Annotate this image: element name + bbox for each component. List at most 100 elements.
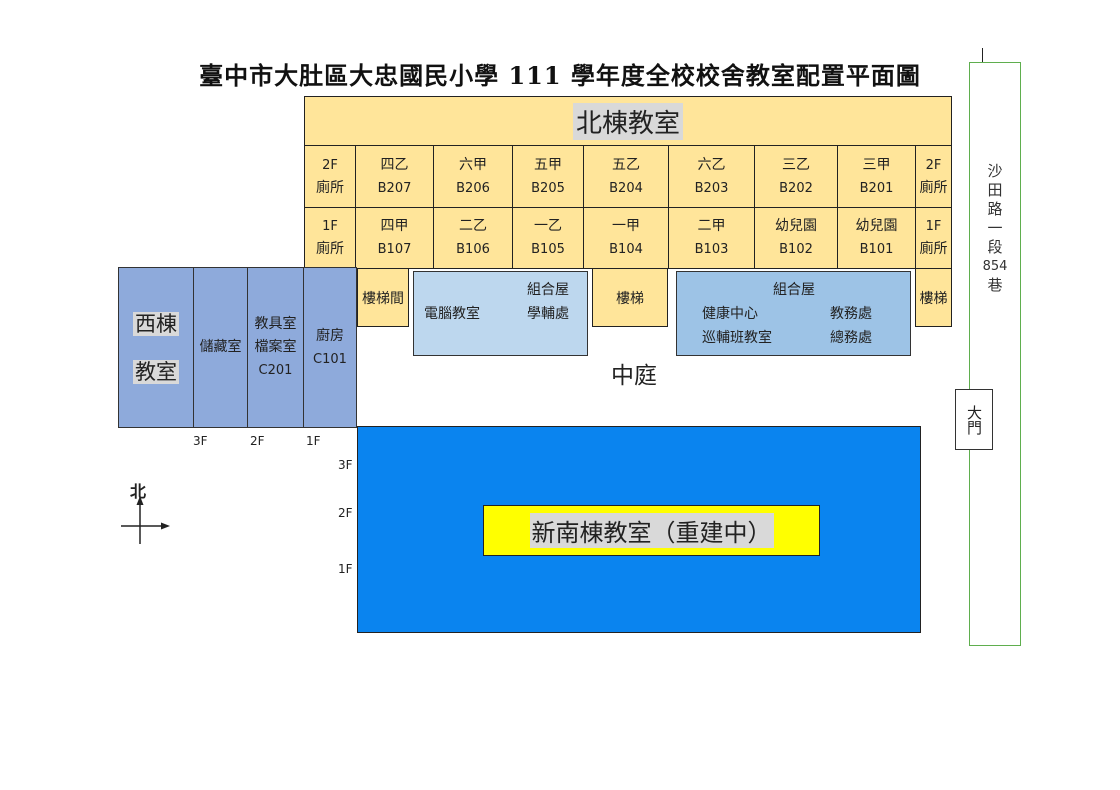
room-b105: 一乙 B105 bbox=[512, 207, 584, 269]
room-code: 廁所 bbox=[316, 179, 344, 196]
prefab-right-label: 組合屋 bbox=[773, 282, 815, 298]
room-code: B203 bbox=[694, 180, 729, 196]
room-b203: 六乙 B203 bbox=[668, 145, 755, 208]
room-b104: 一甲 B104 bbox=[583, 207, 669, 269]
room-code: B102 bbox=[779, 242, 813, 257]
room-label: 一甲 bbox=[612, 218, 640, 234]
room-label: 幼兒園 bbox=[855, 218, 898, 234]
room-code: B101 bbox=[859, 242, 894, 257]
room-label: 四甲 bbox=[380, 218, 409, 234]
south-building-label-box: 新南棟教室（重建中） bbox=[483, 505, 820, 556]
room-label: 1F bbox=[322, 219, 338, 234]
room-b201: 三甲 B201 bbox=[837, 145, 916, 208]
room-b206: 六甲 B206 bbox=[433, 145, 513, 208]
room-label: 六甲 bbox=[459, 156, 487, 173]
room-2f-toilet-left: 2F 廁所 bbox=[304, 145, 356, 208]
room-code: B105 bbox=[531, 242, 565, 257]
stairs-right-label: 樓梯 bbox=[919, 290, 948, 307]
room-label: 五乙 bbox=[612, 156, 640, 173]
teaching-aids-room: 教具室 檔案室 C201 bbox=[247, 267, 304, 428]
room-code: B107 bbox=[377, 242, 412, 257]
page-title: 臺中市大肚區大忠國民小學 111 學年度全校校舍教室配置平面圖 bbox=[199, 61, 921, 90]
room-label: 二乙 bbox=[459, 218, 487, 234]
west-building-label-2: 教室 bbox=[133, 359, 179, 384]
room-b107: 四甲 B107 bbox=[355, 207, 434, 269]
room-code: 廁所 bbox=[316, 241, 344, 257]
room-label: 二甲 bbox=[697, 218, 726, 234]
room-code: 廁所 bbox=[919, 241, 948, 257]
prefab-left-label: 組合屋 bbox=[527, 282, 569, 298]
room-b103: 二甲 B103 bbox=[668, 207, 755, 269]
room-label: 四乙 bbox=[380, 156, 409, 173]
room-label: 2F bbox=[322, 157, 338, 173]
west-building-label-1: 西棟 bbox=[133, 311, 179, 336]
room-code: B104 bbox=[609, 242, 643, 257]
south-floor-2f: 2F bbox=[338, 506, 353, 520]
courtyard-label: 中庭 bbox=[611, 363, 657, 389]
west-building-main: 西棟 教室 bbox=[118, 267, 194, 428]
stairwell-label: 樓梯間 bbox=[362, 290, 404, 307]
room-b106: 二乙 B106 bbox=[433, 207, 513, 269]
room-code: B205 bbox=[531, 180, 565, 196]
stairs-right: 樓梯 bbox=[915, 268, 952, 327]
prefab-right: 組合屋 健康中心 教務處 巡輔班教室 總務處 bbox=[676, 271, 911, 356]
archive-room-label: 檔案室 bbox=[254, 339, 297, 355]
kitchen-label: 廚房 bbox=[316, 327, 344, 344]
room-1f-toilet-left: 1F 廁所 bbox=[304, 207, 356, 269]
computer-room-label: 電腦教室 bbox=[424, 306, 480, 322]
main-gate-label: 大門 bbox=[965, 404, 983, 435]
south-floor-1f: 1F bbox=[338, 562, 353, 576]
storage-room: 儲藏室 bbox=[193, 267, 248, 428]
storage-room-label: 儲藏室 bbox=[199, 339, 242, 355]
west-floor-1f: 1F bbox=[306, 434, 321, 448]
prefab-left: 組合屋 電腦教室 學輔處 bbox=[413, 271, 588, 356]
room-code-c101: C101 bbox=[313, 351, 347, 367]
room-1f-toilet-right: 1F 廁所 bbox=[915, 207, 952, 269]
room-code: B202 bbox=[779, 180, 813, 196]
room-label: 三甲 bbox=[862, 156, 891, 173]
south-building-label: 新南棟教室（重建中） bbox=[529, 513, 774, 548]
room-label: 幼兒園 bbox=[775, 218, 817, 234]
west-floor-2f: 2F bbox=[250, 434, 265, 448]
room-b202: 三乙 B202 bbox=[754, 145, 838, 208]
north-building-label: 北棟教室 bbox=[572, 102, 683, 140]
room-code: B103 bbox=[694, 242, 729, 257]
stairwell: 樓梯間 bbox=[357, 268, 409, 327]
room-code: B201 bbox=[859, 180, 894, 196]
room-label: 一乙 bbox=[534, 218, 562, 234]
kitchen: 廚房 C101 bbox=[303, 267, 357, 428]
room-b101: 幼兒園 B101 bbox=[837, 207, 916, 269]
room-code: B106 bbox=[456, 242, 490, 257]
counseling-office-label: 學輔處 bbox=[527, 306, 569, 322]
stairs-center: 樓梯 bbox=[592, 268, 668, 327]
room-code: B206 bbox=[456, 180, 490, 196]
academic-affairs-label: 教務處 bbox=[830, 306, 872, 322]
north-building-header: 北棟教室 bbox=[304, 96, 952, 146]
room-b102: 幼兒園 B102 bbox=[754, 207, 838, 269]
room-code-c201: C201 bbox=[258, 363, 293, 378]
room-code: B207 bbox=[377, 180, 412, 196]
health-center-label: 健康中心 bbox=[702, 306, 758, 322]
room-code: B204 bbox=[609, 180, 643, 196]
itinerant-class-label: 巡輔班教室 bbox=[702, 330, 772, 346]
room-label: 2F bbox=[925, 157, 942, 173]
room-2f-toilet-right: 2F 廁所 bbox=[915, 145, 952, 208]
main-gate: 大門 bbox=[955, 389, 993, 450]
stairs-center-label: 樓梯 bbox=[616, 290, 644, 307]
compass-north-label: 北 bbox=[130, 482, 147, 501]
room-b204: 五乙 B204 bbox=[583, 145, 669, 208]
room-code: 廁所 bbox=[919, 179, 948, 196]
room-label: 1F bbox=[925, 219, 942, 234]
room-b205: 五甲 B205 bbox=[512, 145, 584, 208]
room-label: 六乙 bbox=[697, 156, 726, 173]
teaching-aids-label: 教具室 bbox=[254, 316, 297, 332]
road bbox=[969, 62, 1021, 646]
road-tick bbox=[982, 48, 983, 63]
general-affairs-label: 總務處 bbox=[830, 330, 872, 346]
room-label: 三乙 bbox=[782, 156, 810, 173]
compass-arrow-icon bbox=[121, 496, 170, 544]
room-b207: 四乙 B207 bbox=[355, 145, 434, 208]
room-label: 五甲 bbox=[534, 156, 562, 173]
west-floor-3f: 3F bbox=[193, 434, 208, 448]
